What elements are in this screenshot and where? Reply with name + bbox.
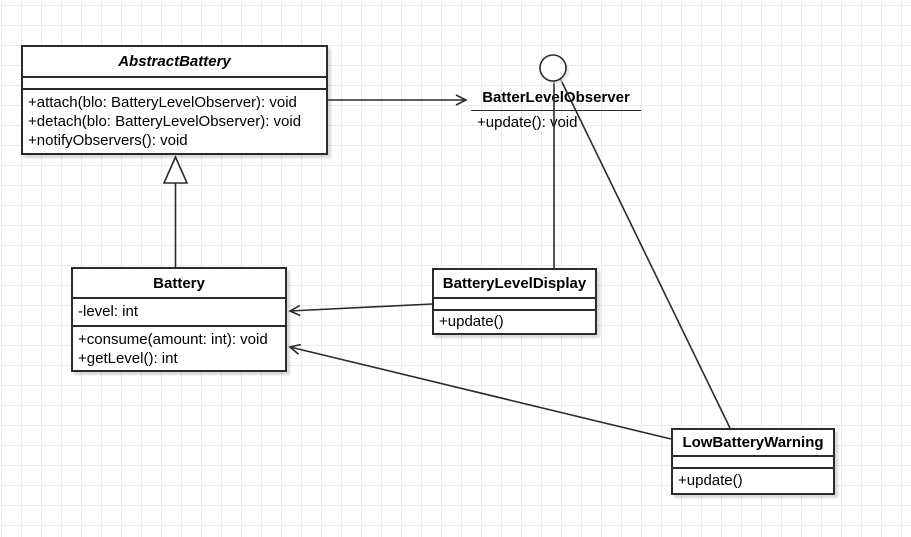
edge-battery-generalization-abstractbattery[interactable] — [162, 155, 189, 267]
class-box-battery[interactable]: Battery -level: int +consume(amount: int… — [71, 267, 287, 372]
class-title-battery: Battery — [153, 274, 205, 292]
method-line: +update() — [439, 313, 504, 330]
class-title-abstract-battery: AbstractBattery — [118, 53, 231, 70]
class-box-battery-level-display[interactable]: BatteryLevelDisplay +update() — [432, 268, 597, 335]
attributes-section-empty — [434, 297, 595, 309]
interface-batterlevelobserver[interactable]: BatterLevelObserver +update(): void — [471, 89, 641, 132]
method-line: +consume(amount: int): void — [78, 331, 268, 348]
attributes-section: -level: int — [73, 297, 285, 325]
edge-warning-to-battery[interactable] — [288, 343, 672, 440]
class-title-battery-level-display: BatteryLevelDisplay — [442, 275, 587, 292]
method-line: +detach(blo: BatteryLevelObserver): void — [28, 113, 302, 130]
method-line: +update() — [678, 472, 743, 489]
class-title-low-battery-warning: LowBatteryWarning — [682, 434, 824, 451]
interface-lollipop-shadow — [543, 58, 569, 84]
attribute-line: -level: int — [78, 303, 139, 320]
methods-section: +consume(amount: int): void +getLevel():… — [73, 325, 285, 370]
method-line: +getLevel(): int — [78, 350, 178, 367]
interface-lollipop-circle-icon[interactable] — [539, 54, 567, 82]
edge-display-to-battery[interactable] — [288, 303, 433, 317]
interface-method-line: +update(): void — [477, 114, 578, 131]
attributes-section-empty — [23, 76, 326, 88]
method-line: +attach(blo: BatteryLevelObserver): void — [28, 94, 297, 111]
interface-name: BatterLevelObserver — [471, 89, 641, 111]
methods-section: +update() — [434, 309, 595, 333]
method-line: +notifyObservers(): void — [28, 132, 188, 149]
attributes-section-empty — [673, 455, 833, 467]
methods-section: +attach(blo: BatteryLevelObserver): void… — [23, 88, 326, 153]
methods-section: +update() — [673, 467, 833, 493]
class-box-low-battery-warning[interactable]: LowBatteryWarning +update() — [671, 428, 835, 495]
class-box-abstract-battery[interactable]: AbstractBattery +attach(blo: BatteryLeve… — [21, 45, 328, 155]
